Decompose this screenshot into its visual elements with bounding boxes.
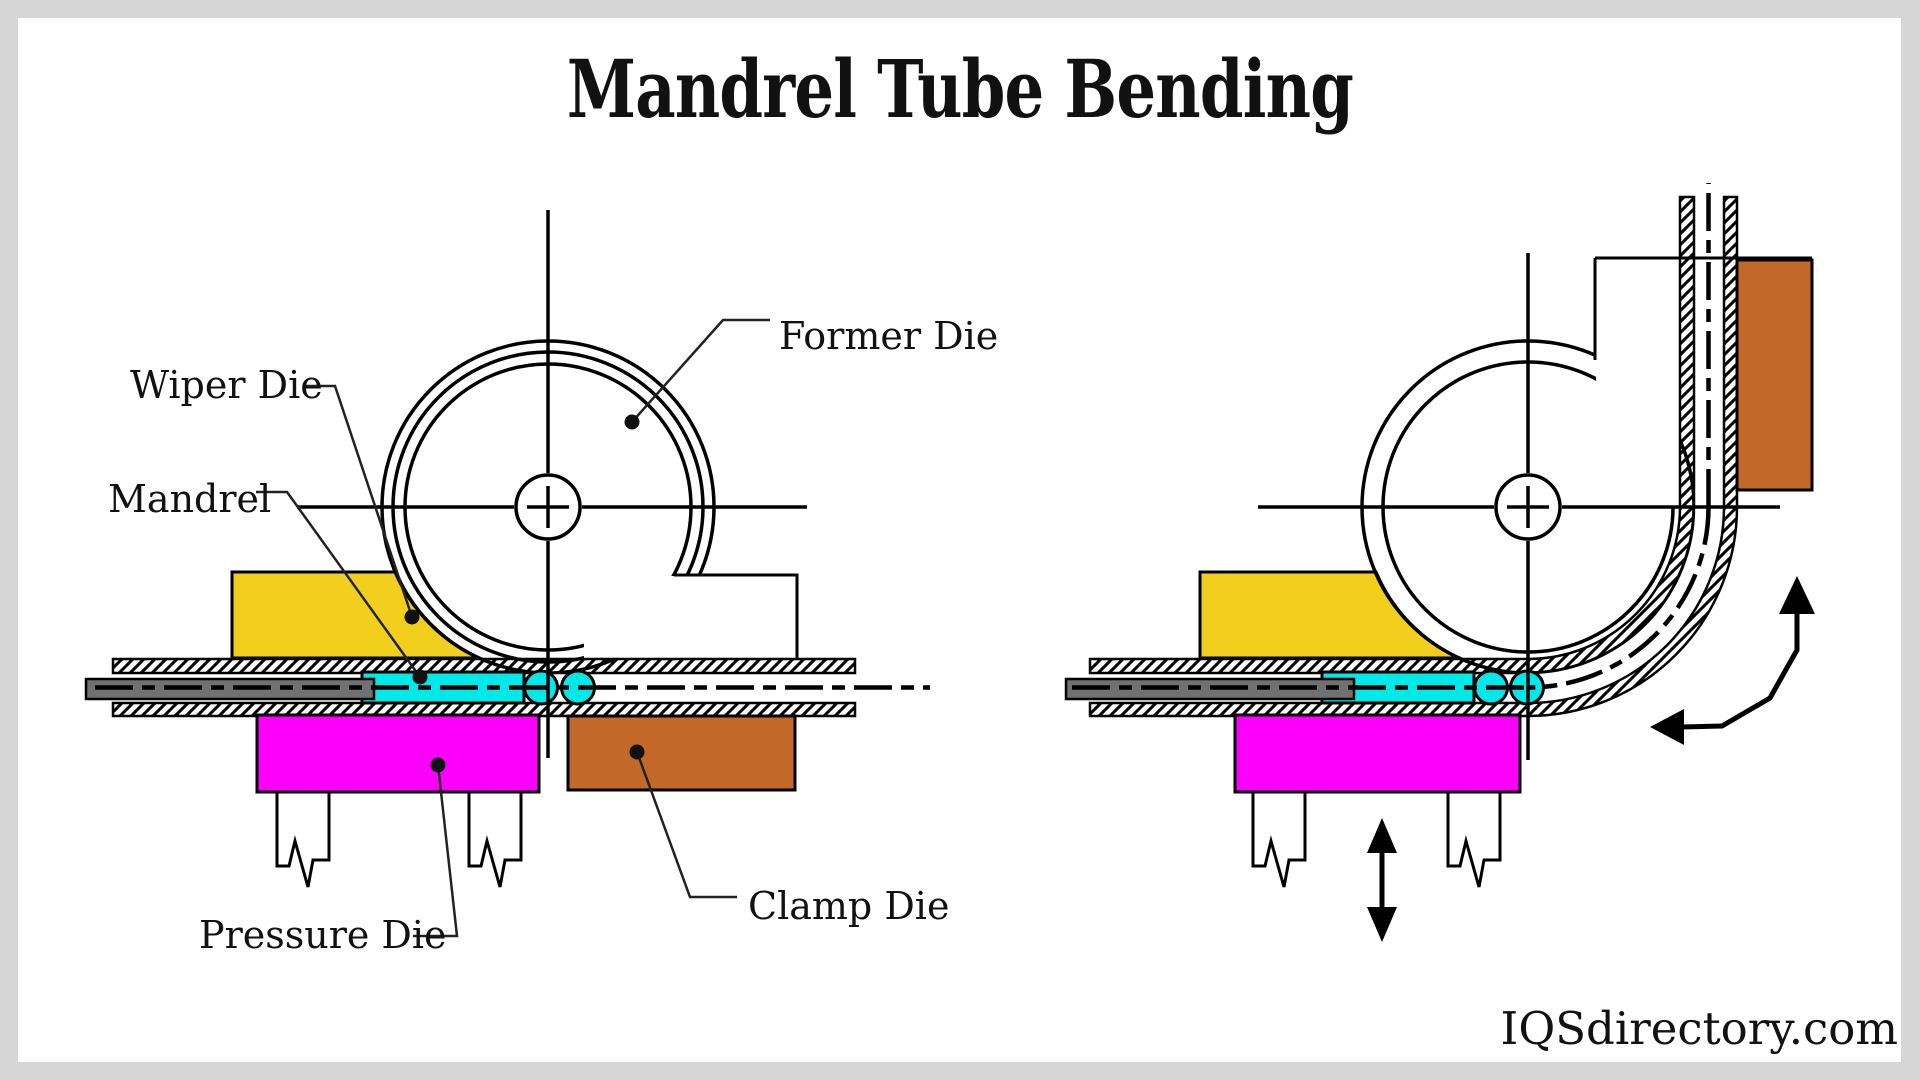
- pressure-die-shape: [255, 713, 541, 794]
- panel-after-bend: [1064, 183, 1815, 942]
- pressure-die-leg: [275, 792, 331, 888]
- page-title: Mandrel Tube Bending: [566, 42, 1354, 136]
- wiper-die-shape: [230, 570, 480, 660]
- leader-lines: [256, 318, 770, 938]
- pressure-die-shape: [1233, 713, 1522, 794]
- pressure-die-leg: [1251, 792, 1307, 888]
- tube-centerline: [1072, 183, 1711, 690]
- diagram-canvas: [18, 18, 1901, 1062]
- clamp-die-label: Clamp Die: [748, 884, 949, 928]
- wiper-die-label: Wiper Die: [130, 363, 323, 407]
- former-die-step-cutout: [584, 576, 812, 658]
- former-die-step-cutout: [1596, 256, 1680, 507]
- panel-before-bend: Wiper Die Mandrel Former Die Pressure Di…: [84, 210, 998, 957]
- clamp-die-shape: [566, 714, 797, 792]
- pressure-die-label: Pressure Die: [199, 913, 447, 957]
- watermark: IQSdirectory.com: [1500, 1002, 1898, 1055]
- wiper-die-shape: [1198, 570, 1460, 660]
- former-die-step-edge: [674, 573, 799, 659]
- former-die-crosshair: [1258, 253, 1780, 760]
- former-die-label: Former Die: [779, 314, 998, 358]
- up-down-arrow-icon: [1367, 818, 1397, 942]
- rotate-arrow-icon: [1650, 576, 1815, 745]
- clamp-die-shape: [1735, 258, 1814, 492]
- former-die-crosshair: [297, 210, 807, 758]
- pressure-die-leg: [1446, 792, 1502, 888]
- pressure-die-leg: [467, 792, 523, 888]
- leader-dots: [404, 414, 645, 773]
- mandrel-label: Mandrel: [108, 477, 271, 521]
